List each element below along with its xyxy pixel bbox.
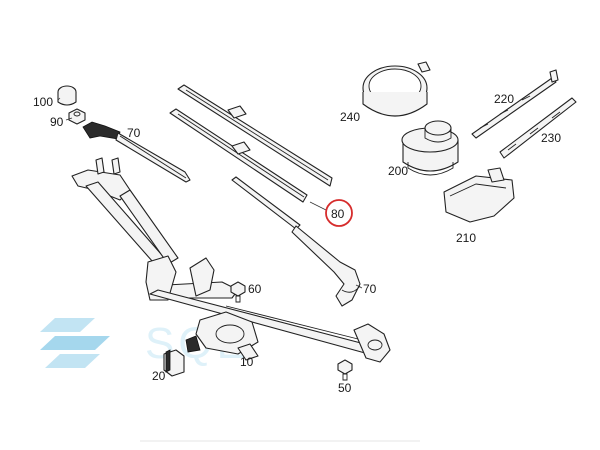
highlight-circle-80 bbox=[325, 199, 353, 227]
part-100-cap bbox=[57, 85, 77, 106]
part-220-strip bbox=[471, 69, 559, 139]
callout-60: 60 bbox=[248, 282, 262, 296]
part-80-wiper-blades bbox=[169, 84, 333, 203]
leader-lines bbox=[57, 97, 363, 289]
callout-50: 50 bbox=[338, 381, 352, 395]
part-70-right-wiper-arm bbox=[231, 176, 361, 307]
part-240-seal-ring bbox=[362, 61, 431, 117]
watermark-logo-bar-1 bbox=[40, 318, 95, 332]
callout-240: 240 bbox=[340, 110, 360, 124]
part-90-nut bbox=[68, 108, 86, 125]
part-60-bolt bbox=[230, 281, 246, 303]
part-50-bolt bbox=[337, 359, 353, 381]
callout-80: 80 bbox=[331, 207, 345, 221]
callout-100: 100 bbox=[33, 95, 53, 109]
part-10-wiper-linkage bbox=[71, 157, 391, 363]
wiper-motor bbox=[185, 311, 259, 361]
callout-70-left-arm: 70 bbox=[127, 126, 141, 140]
callout-10: 10 bbox=[240, 355, 254, 369]
watermark-logo-bar-3 bbox=[45, 354, 100, 368]
part-230-strip bbox=[499, 97, 577, 159]
watermark-logo-bar-2 bbox=[40, 336, 110, 350]
part-20-connector bbox=[163, 349, 185, 377]
callout-210: 210 bbox=[456, 231, 476, 245]
part-200-pump-housing bbox=[401, 120, 459, 176]
callout-20: 20 bbox=[152, 369, 166, 383]
part-70-left-wiper-arm bbox=[82, 121, 191, 183]
callout-230: 230 bbox=[541, 131, 561, 145]
callout-70-right-arm: 70 bbox=[363, 282, 377, 296]
callout-90: 90 bbox=[50, 115, 64, 129]
part-210-cover bbox=[443, 167, 515, 223]
callout-220: 220 bbox=[494, 92, 514, 106]
callout-200: 200 bbox=[388, 164, 408, 178]
